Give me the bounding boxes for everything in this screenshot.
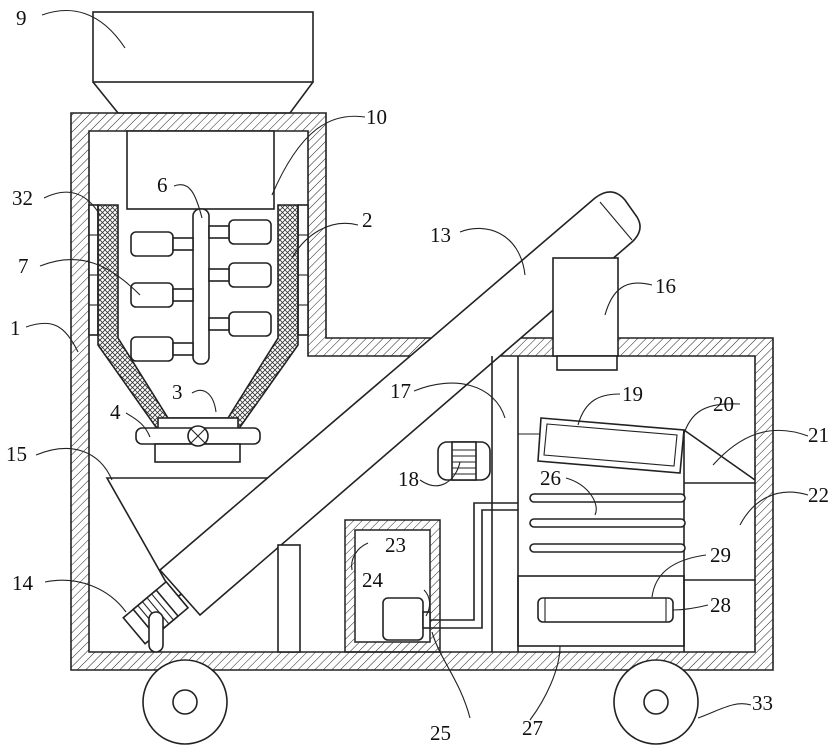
label-22: 22 — [808, 483, 829, 507]
label-32: 32 — [12, 186, 33, 210]
label-18: 18 — [398, 467, 419, 491]
fan-unit — [438, 442, 490, 480]
label-28: 28 — [710, 593, 731, 617]
label-29: 29 — [710, 543, 731, 567]
label-4: 4 — [110, 400, 121, 424]
label-1: 1 — [10, 316, 21, 340]
wheels — [143, 660, 698, 744]
label-27: 27 — [522, 716, 543, 740]
roller-assembly — [518, 576, 684, 646]
label-19: 19 — [622, 382, 643, 406]
label-10: 10 — [366, 105, 387, 129]
drying-tray — [538, 418, 684, 473]
label-15: 15 — [6, 442, 27, 466]
label-6: 6 — [157, 173, 168, 197]
right-chamber — [684, 430, 755, 652]
label-9: 9 — [16, 6, 27, 30]
label-14: 14 — [12, 571, 34, 595]
label-25: 25 — [430, 721, 451, 745]
label-21: 21 — [808, 423, 829, 447]
label-33: 33 — [752, 691, 773, 715]
label-17: 17 — [390, 379, 411, 403]
conveyor-outlet — [553, 258, 618, 370]
feed-hopper — [93, 12, 313, 113]
label-13: 13 — [430, 223, 451, 247]
piping — [430, 503, 518, 628]
top-motor-box — [127, 131, 274, 209]
label-26: 26 — [540, 466, 561, 490]
label-20: 20 — [713, 392, 734, 416]
label-7: 7 — [18, 254, 29, 278]
label-23: 23 — [385, 533, 406, 557]
label-16: 16 — [655, 274, 676, 298]
label-2: 2 — [362, 208, 373, 232]
crushing-shaft — [193, 209, 209, 364]
label-24: 24 — [362, 568, 384, 592]
label-3: 3 — [172, 380, 183, 404]
